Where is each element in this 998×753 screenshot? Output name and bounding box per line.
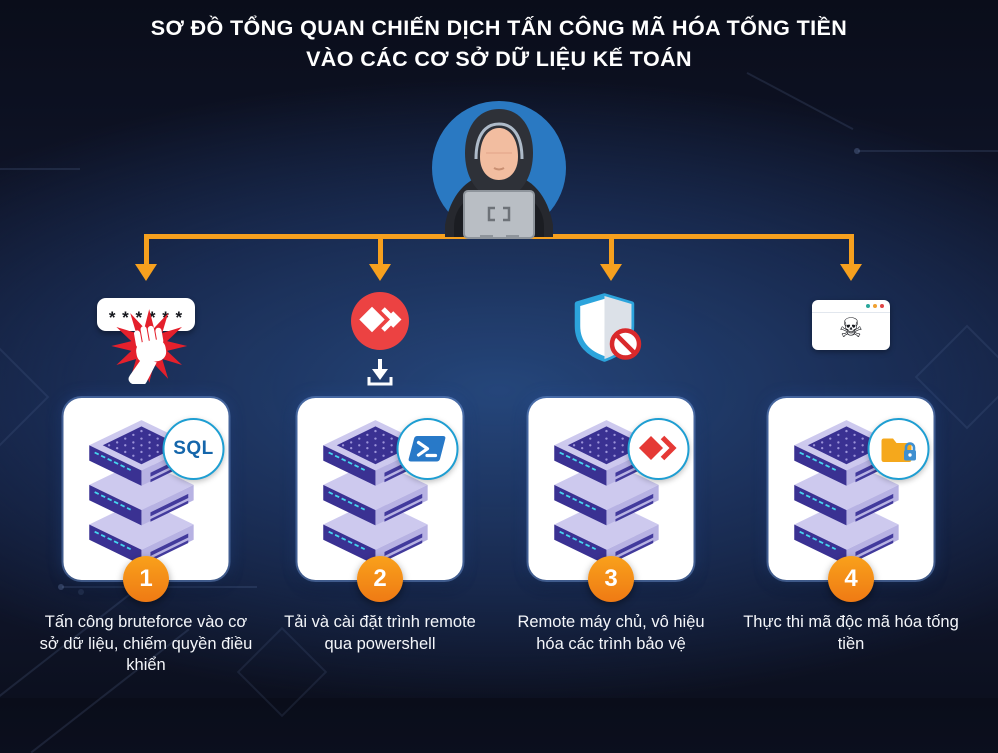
anydesk-badge bbox=[627, 418, 690, 480]
malware-browser-window-icon: ☠ bbox=[771, 288, 931, 392]
step-card-3 bbox=[528, 398, 694, 580]
shield-disabled-icon bbox=[531, 288, 691, 392]
title-line-2: VÀO CÁC CƠ SỞ DỮ LIỆU KẾ TOÁN bbox=[306, 47, 692, 71]
step-column-4: ☠ 4 Thực thi mã độc mã hóa tống tiền bbox=[735, 288, 967, 698]
circuit-trace bbox=[0, 168, 80, 170]
step-card-1: SQL bbox=[63, 398, 229, 580]
step-card-4 bbox=[768, 398, 934, 580]
password-field-graphic: * * * * * * bbox=[97, 298, 195, 331]
page-title: SƠ ĐỒ TỔNG QUAN CHIẾN DỊCH TẤN CÔNG MÃ H… bbox=[0, 13, 998, 75]
powershell-badge bbox=[396, 418, 459, 480]
anydesk-logo-icon bbox=[351, 292, 409, 350]
step-number: 3 bbox=[604, 565, 618, 592]
circuit-trace bbox=[858, 150, 998, 152]
step-caption: Tấn công bruteforce vào cơ sở dữ liệu, c… bbox=[39, 613, 253, 674]
window-control-dots bbox=[866, 304, 884, 308]
step-number-badge: 2 bbox=[357, 556, 403, 602]
connector-drop-4 bbox=[849, 234, 854, 266]
locked-folder-icon bbox=[881, 438, 916, 462]
connector-drop-2 bbox=[378, 234, 383, 266]
step-column-1: * * * * * * bbox=[30, 288, 262, 698]
step-number-badge: 3 bbox=[588, 556, 634, 602]
circuit-trace bbox=[746, 71, 854, 131]
step-caption: Remote máy chủ, vô hiệu hóa các trình bả… bbox=[517, 613, 705, 653]
title-line-1: SƠ ĐỒ TỔNG QUAN CHIẾN DỊCH TẤN CÔNG MÃ H… bbox=[150, 16, 848, 40]
step-number: 2 bbox=[373, 565, 387, 592]
step-number: 4 bbox=[844, 565, 858, 592]
browser-window-graphic: ☠ bbox=[812, 300, 890, 350]
step-caption: Tải và cài đặt trình remote qua powershe… bbox=[284, 613, 476, 653]
arrow-down-icon bbox=[840, 264, 862, 281]
step-card-2 bbox=[297, 398, 463, 580]
arrow-down-icon bbox=[369, 264, 391, 281]
step-number-badge: 4 bbox=[828, 556, 874, 602]
powershell-icon bbox=[408, 436, 446, 462]
sql-badge: SQL bbox=[162, 418, 225, 480]
hacker-illustration bbox=[424, 95, 574, 245]
encrypted-folder-badge bbox=[867, 418, 930, 480]
punch-starburst-icon bbox=[109, 308, 189, 389]
circuit-trace-dot bbox=[78, 589, 84, 595]
arrow-down-icon bbox=[135, 264, 157, 281]
sql-label: SQL bbox=[173, 438, 214, 459]
skull-icon: ☠ bbox=[838, 313, 864, 344]
arrow-down-icon bbox=[600, 264, 622, 281]
browser-title-bar bbox=[812, 300, 890, 313]
anydesk-download-icon bbox=[300, 288, 460, 392]
step-caption: Thực thi mã độc mã hóa tống tiền bbox=[743, 613, 959, 653]
bruteforce-password-punch-icon: * * * * * * bbox=[66, 288, 226, 392]
hooded-hacker-icon bbox=[432, 101, 566, 239]
step-column-3: 3 Remote máy chủ, vô hiệu hóa các trình … bbox=[495, 288, 727, 698]
circuit-trace-dot bbox=[854, 148, 860, 154]
step-number: 1 bbox=[139, 565, 153, 592]
circuit-trace-dot bbox=[58, 584, 64, 590]
connector-drop-1 bbox=[144, 234, 149, 266]
step-number-badge: 1 bbox=[123, 556, 169, 602]
connector-drop-3 bbox=[609, 234, 614, 266]
anydesk-icon bbox=[638, 435, 677, 461]
step-column-2: 2 Tải và cài đặt trình remote qua powers… bbox=[264, 288, 496, 698]
download-icon bbox=[364, 356, 396, 393]
